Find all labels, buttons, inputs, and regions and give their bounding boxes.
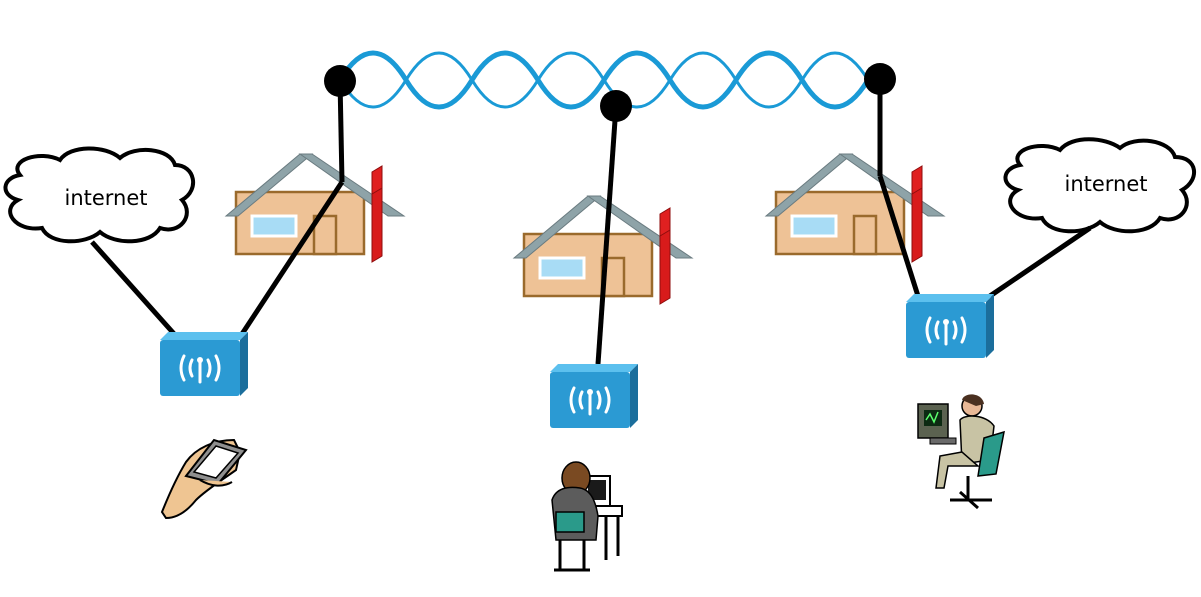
cloud-icon-right: internet <box>1003 137 1197 234</box>
wireless-access-point-icon-right <box>904 292 996 360</box>
twisted-pair-link-icon <box>337 50 871 110</box>
house-icon-left <box>224 152 406 264</box>
cloud-label-right: internet <box>1064 172 1147 196</box>
cable-left-ap <box>239 180 345 336</box>
antenna-node-icon-left <box>324 65 356 97</box>
cable-right-cloud <box>988 225 1092 299</box>
cable-center-mast <box>595 105 619 365</box>
helix-strand-b <box>338 51 870 109</box>
cable-group <box>90 79 1092 365</box>
cable-left-cloud <box>90 240 178 338</box>
cable-left-mast <box>337 79 345 183</box>
person-at-desk-icon <box>551 461 623 572</box>
cloud-icon-left: internet <box>3 146 196 244</box>
house-icon-right <box>764 152 946 264</box>
antenna-node-icon-right <box>864 63 896 95</box>
cable-right-ap <box>877 175 921 297</box>
cloud-label-left: internet <box>64 186 147 210</box>
person-at-computer-icon <box>917 394 1005 510</box>
antenna-node-icon-center <box>600 90 632 122</box>
wireless-access-point-icon-center <box>548 362 640 430</box>
wireless-access-point-icon-left <box>158 330 250 398</box>
handheld-device-icon <box>160 438 248 520</box>
